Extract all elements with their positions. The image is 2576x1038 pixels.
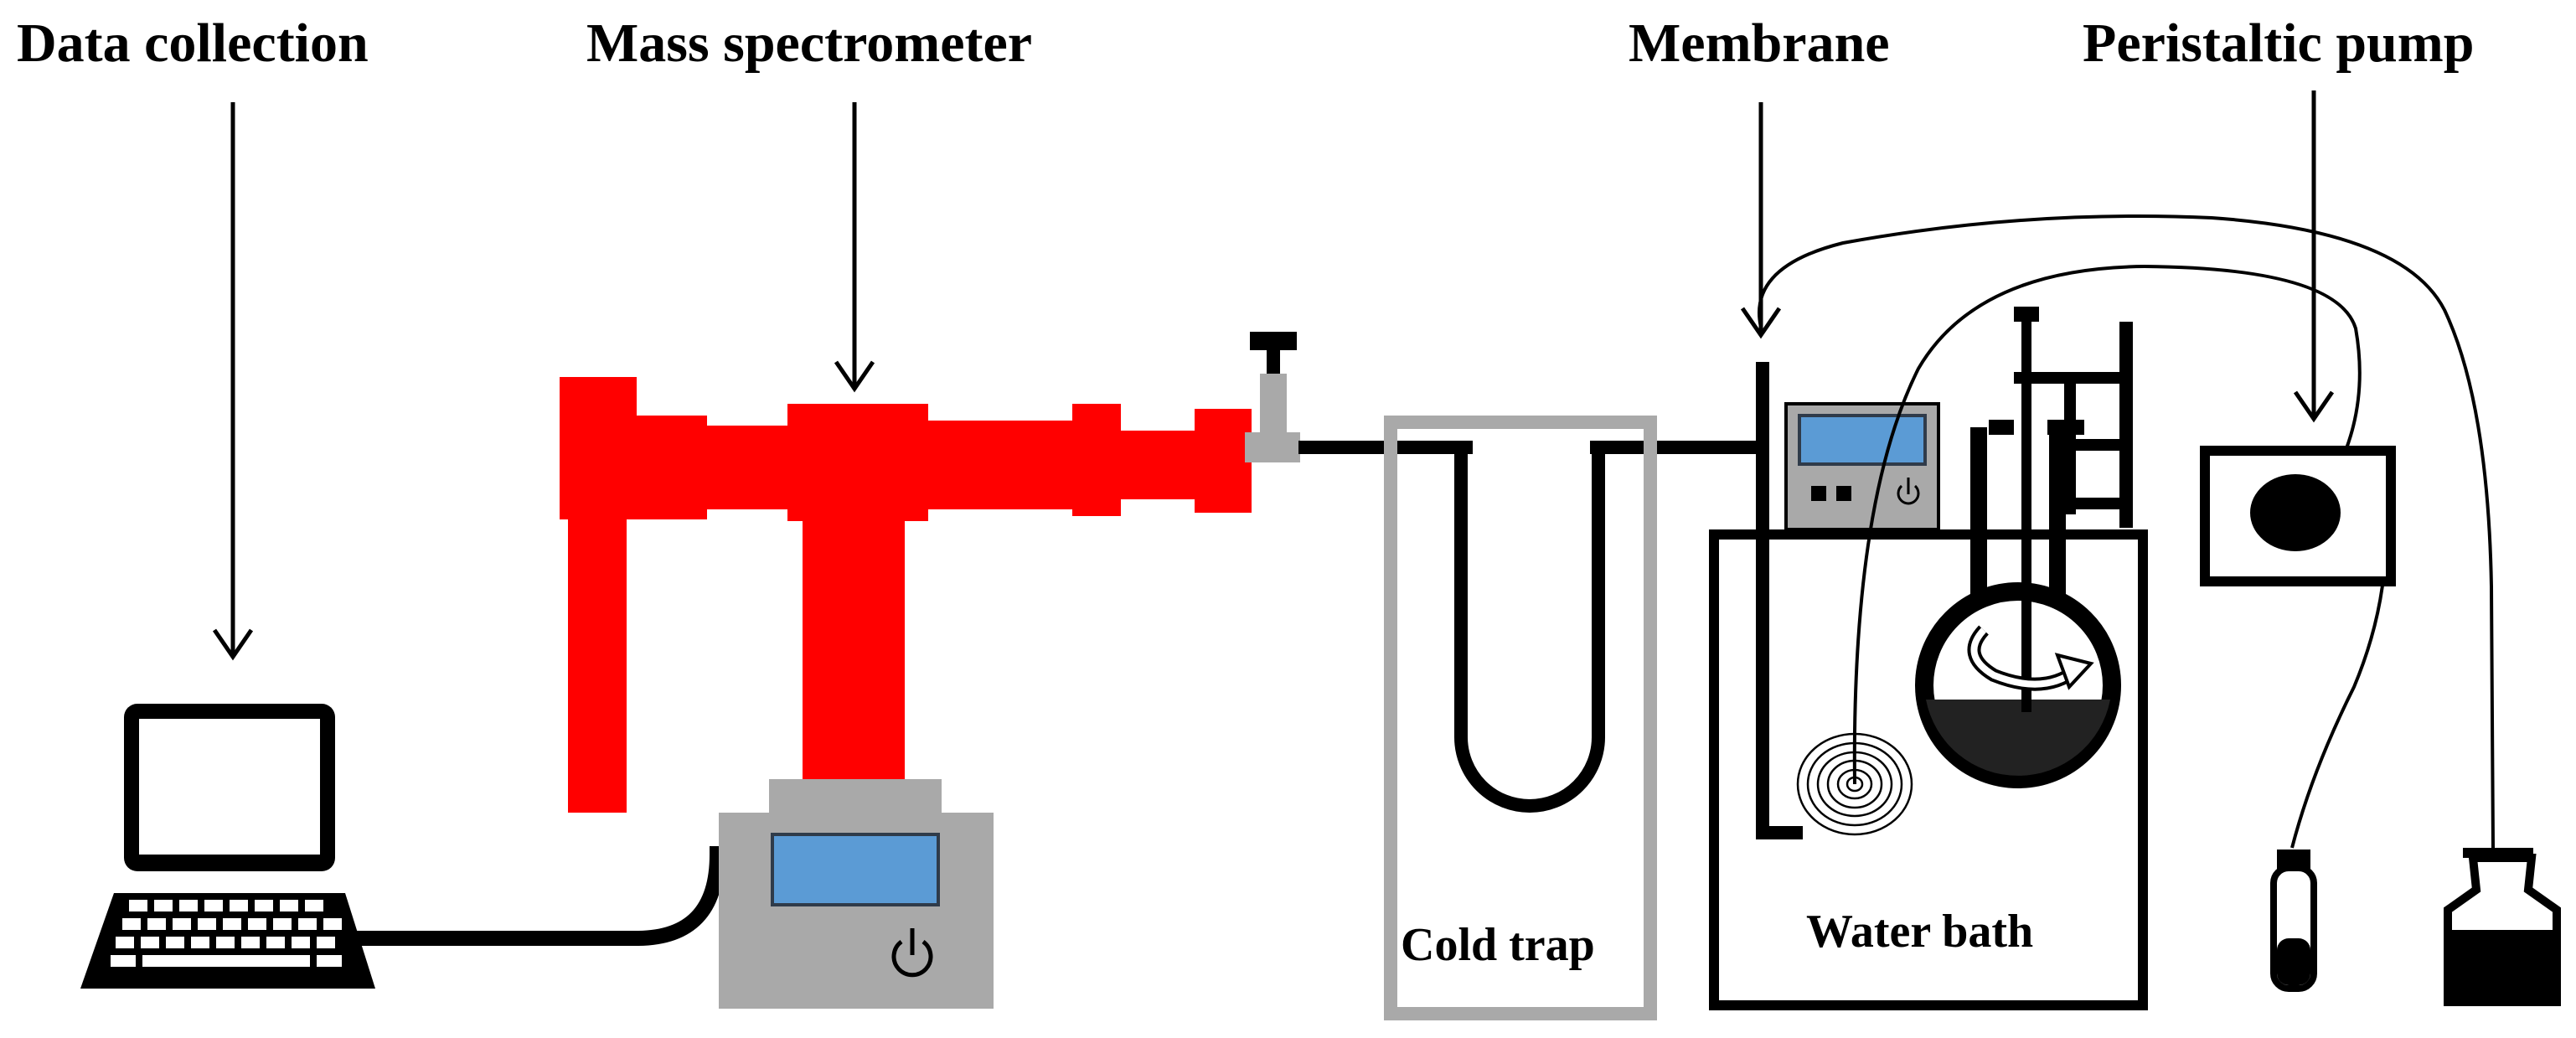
round-bottom-flask: [1915, 420, 2121, 788]
ms-left-flange: [560, 377, 637, 519]
ms-center-block: [787, 404, 928, 521]
label-cold-trap: Cold trap: [1401, 919, 1595, 971]
stirrer-controller: [1784, 402, 1940, 531]
label-water-bath: Water bath: [1806, 906, 2034, 958]
arrowhead-peristaltic-pump: [2293, 390, 2335, 423]
stirrer-rod: [2014, 307, 2039, 712]
mass-spectrometer: [560, 377, 1252, 813]
clamp-stand: [2014, 322, 2133, 528]
cold-trap-vessel: [1384, 416, 1657, 1020]
data-cable: [343, 846, 725, 946]
label-arrows: [212, 90, 2335, 661]
sample-vial-icon: [2270, 850, 2317, 992]
laptop-keyboard: [111, 900, 342, 967]
water-bath-vessel: [1709, 529, 2148, 1010]
ms-right-flange: [1195, 409, 1252, 513]
membrane-probe: [1756, 362, 1803, 839]
ms-column: [803, 518, 905, 786]
ms-controller-screen: [771, 833, 940, 906]
label-membrane: Membrane: [1629, 13, 1890, 74]
inlet-valve: [1245, 332, 1300, 462]
arrowhead-data-collection: [212, 628, 254, 661]
power-icon: [1897, 478, 1920, 505]
laptop-icon: [80, 704, 375, 989]
transfer-tubing: [1298, 441, 1768, 813]
peristaltic-pump: [2200, 446, 2396, 586]
ms-left-leg: [568, 503, 627, 813]
label-mass-spectrometer: Mass spectrometer: [586, 13, 1033, 74]
power-icon: [891, 928, 933, 978]
pump-rotor: [2250, 474, 2341, 551]
arrowhead-membrane: [1740, 307, 1782, 339]
reservoir-bottle-icon: [2444, 848, 2561, 1006]
label-data-collection: Data collection: [17, 13, 369, 74]
ms-controller: [719, 779, 994, 1009]
stirrer-screen: [1798, 414, 1927, 466]
arrowhead-mass-spectrometer: [834, 360, 875, 393]
stirrer-arrow-icon: [1967, 625, 2094, 691]
label-peristaltic-pump: Peristaltic pump: [2083, 13, 2475, 74]
